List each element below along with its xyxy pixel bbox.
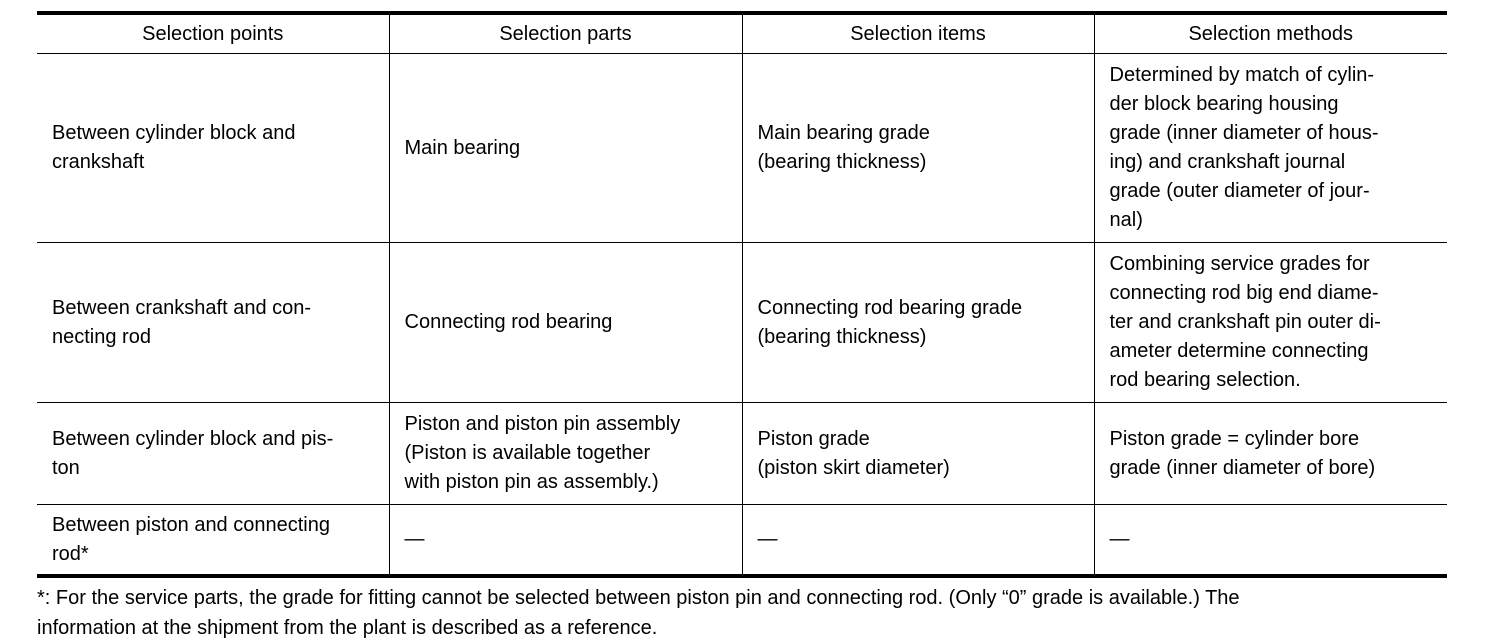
document-page: Selection points Selection parts Selecti… [37,0,1447,643]
cell-selection-item: Piston grade (piston skirt diameter) [741,402,1095,505]
cell-selection-method: Piston grade = cylinder bore grade (inne… [1093,402,1447,505]
header-selection-points: Selection points [37,12,390,54]
cell-selection-part: Piston and piston pin assembly (Piston i… [388,402,743,505]
header-selection-parts: Selection parts [388,12,743,54]
cell-selection-item: Connecting rod bearing grade (bearing th… [741,242,1095,403]
cell-selection-method: Determined by match of cylin- der block … [1093,53,1447,243]
cell-selection-item: — [741,504,1095,577]
table-header-row: Selection points Selection parts Selecti… [37,12,1447,54]
cell-selection-part: Connecting rod bearing [388,242,743,403]
cell-selection-point: Between cylinder block and crankshaft [37,53,390,243]
table-row: Between cylinder block and crankshaft Ma… [37,53,1447,243]
table-row: Between crankshaft and con- necting rod … [37,242,1447,403]
cell-selection-point: Between crankshaft and con- necting rod [37,242,390,403]
header-selection-items: Selection items [741,12,1095,54]
table-row: Between piston and connecting rod* — — — [37,504,1447,577]
cell-selection-item: Main bearing grade (bearing thickness) [741,53,1095,243]
cell-selection-method: Combining service grades for connecting … [1093,242,1447,403]
table-row: Between cylinder block and pis- ton Pist… [37,402,1447,505]
cell-selection-part: — [388,504,743,577]
cell-selection-point: Between cylinder block and pis- ton [37,402,390,505]
selection-table: Selection points Selection parts Selecti… [37,11,1447,578]
header-selection-methods: Selection methods [1093,12,1447,54]
cell-selection-point: Between piston and connecting rod* [37,504,390,577]
table-footnote: *: For the service parts, the grade for … [37,587,1240,639]
cell-selection-part: Main bearing [388,53,743,243]
cell-selection-method: — [1093,504,1447,577]
